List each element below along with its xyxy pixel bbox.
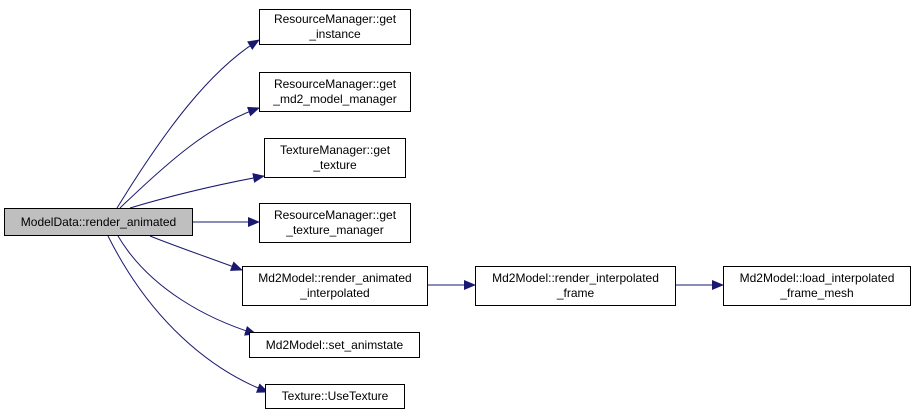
node-md2model-render-animated-interpolated[interactable]: Md2Model::render_animated _interpolated	[242, 266, 428, 306]
edge-root-to-set-animstate	[117, 235, 257, 336]
edge-root-to-render-animated-interpolated	[149, 235, 243, 271]
edge-root-to-get-texture	[129, 173, 265, 209]
node-resourcemanager-get-instance[interactable]: ResourceManager::get _instance	[259, 9, 411, 45]
edge-root-to-get-md2-model-manager	[119, 106, 260, 209]
node-md2model-set-animstate[interactable]: Md2Model::set_animstate	[249, 332, 420, 358]
node-texturemanager-get-texture[interactable]: TextureManager::get _texture	[264, 138, 406, 178]
node-md2model-render-interpolated-frame[interactable]: Md2Model::render_interpolated _frame	[475, 266, 676, 306]
edge-root-to-get-instance	[116, 39, 260, 209]
node-md2model-load-interpolated-frame-mesh[interactable]: Md2Model::load_interpolated _frame_mesh	[723, 266, 911, 306]
node-resourcemanager-get-md2-model-manager[interactable]: ResourceManager::get _md2_model_manager	[259, 72, 411, 112]
node-render-animated-root: ModelData::render_animated	[4, 208, 193, 236]
node-texture-usetexture[interactable]: Texture::UseTexture	[265, 384, 405, 409]
edge-root-to-usetexture	[107, 235, 269, 393]
node-resourcemanager-get-texture-manager[interactable]: ResourceManager::get _texture_manager	[259, 203, 411, 243]
